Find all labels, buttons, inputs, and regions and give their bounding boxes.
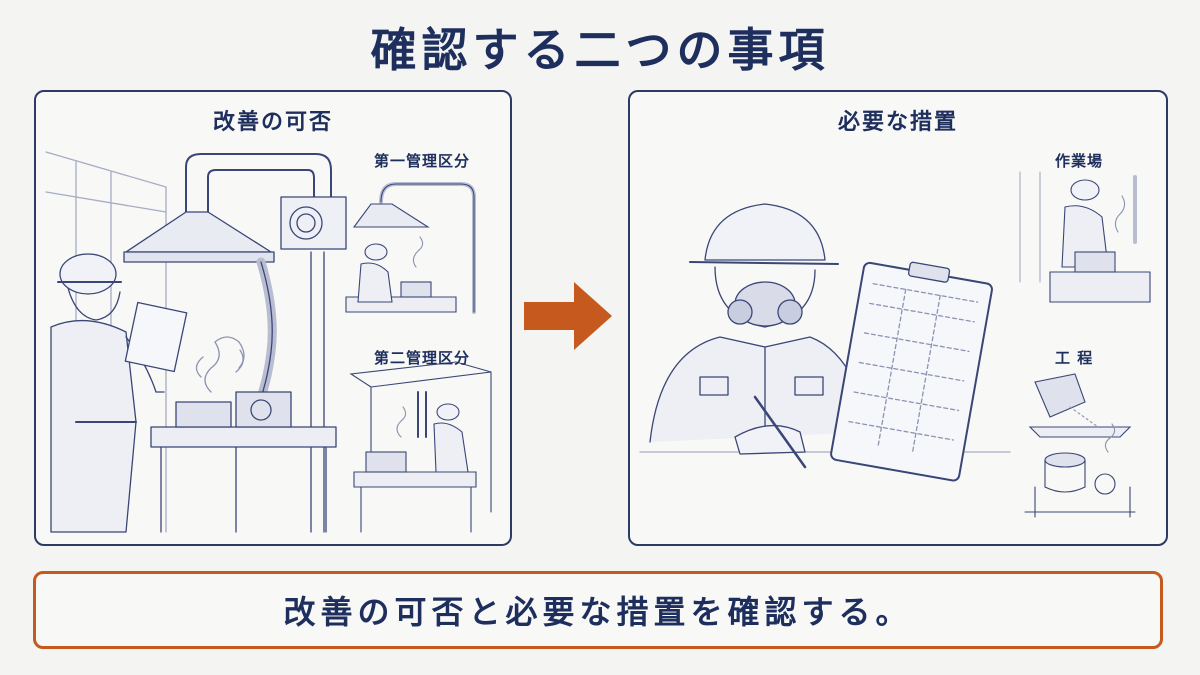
first-control-class-label: 第一管理区分: [374, 152, 471, 170]
page-title: 確認する二つの事項: [370, 23, 830, 77]
process-label: 工 程: [1055, 349, 1094, 367]
arrow-right-icon: [524, 282, 612, 350]
second-control-class-label: 第二管理区分: [374, 349, 471, 367]
improvement-feasibility-panel: 改善の可否 第一管理区分 第二管理区分: [34, 90, 512, 546]
process-illustration: [1024, 373, 1136, 518]
improvement-feasibility-title: 改善の可否: [212, 110, 333, 135]
worker-inspecting-exhaust-hood-illustration: [45, 151, 347, 533]
workplace-label: 作業場: [1055, 152, 1104, 170]
second-control-class-illustration: [349, 361, 492, 533]
first-control-class-illustration: [345, 182, 476, 314]
summary-text: 改善の可否と必要な措置を確認する。: [283, 593, 913, 631]
required-measures-panel: 必要な措置 作業場 工 程: [628, 90, 1168, 546]
required-measures-title: 必要な措置: [837, 110, 958, 135]
workplace-illustration: [1019, 171, 1151, 303]
worker-with-respirator-and-checklist-illustration: [639, 203, 1011, 482]
summary-box: 改善の可否と必要な措置を確認する。: [33, 571, 1163, 649]
